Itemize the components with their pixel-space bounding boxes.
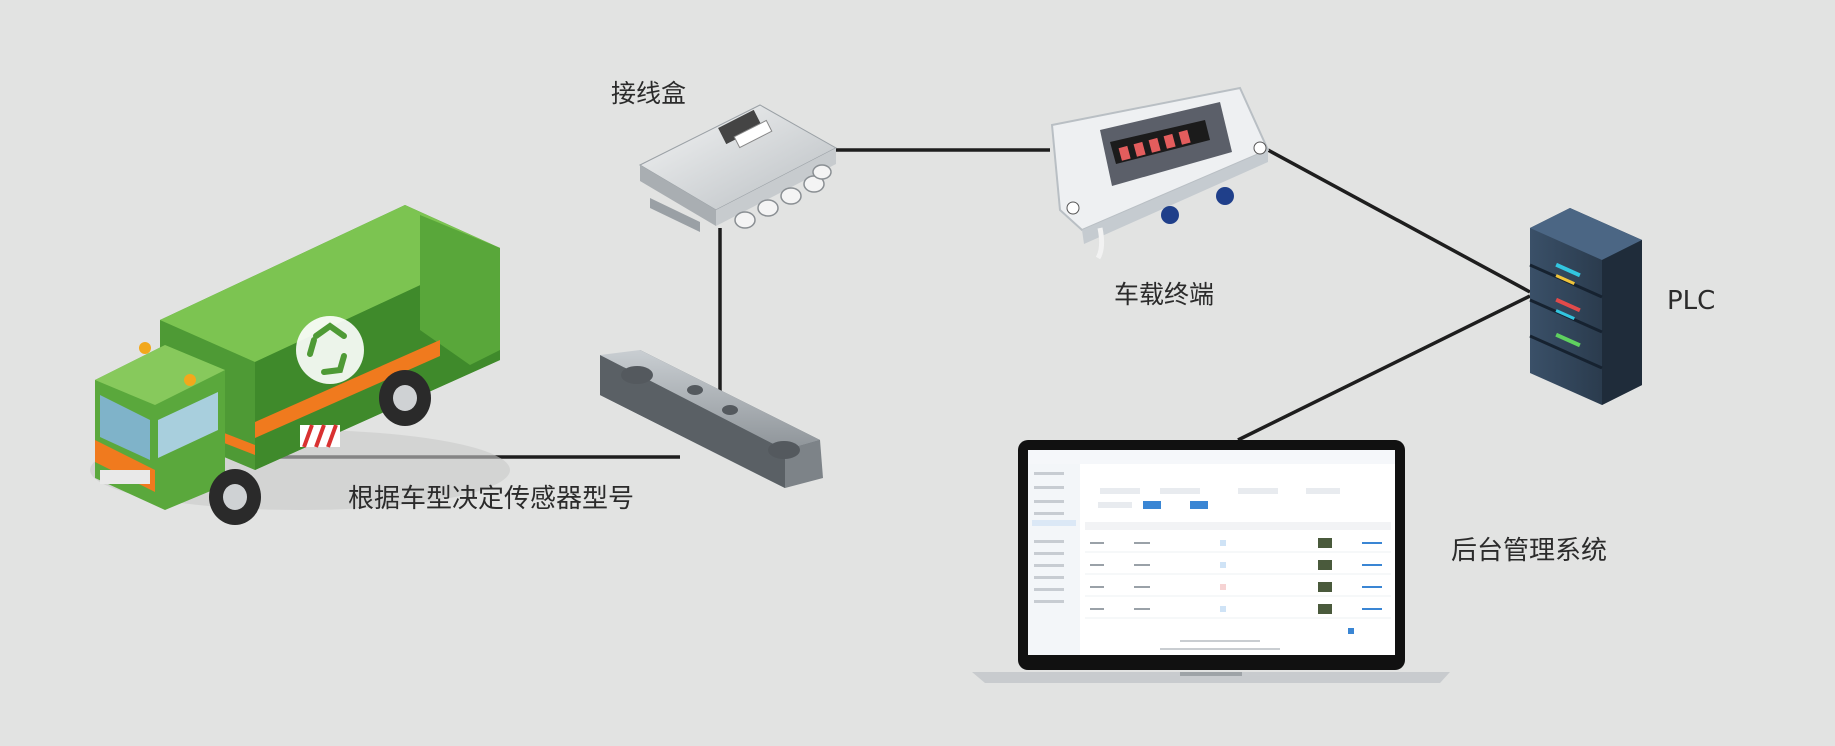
sensor-note-label: 根据车型决定传感器型号 <box>348 484 635 514</box>
plc-label: PLC <box>1667 286 1716 316</box>
load-sensor-icon <box>600 350 823 488</box>
junction-box-icon <box>638 104 838 232</box>
vehicle-terminal-label: 车载终端 <box>1114 280 1215 309</box>
vehicle-terminal-icon <box>1050 86 1270 260</box>
garbage-truck-icon <box>90 205 510 525</box>
laptop-icon <box>972 440 1450 683</box>
junction-box-label: 接线盒 <box>611 79 687 108</box>
line-terminal-plc <box>1267 148 1531 294</box>
line-plc-laptop <box>1237 294 1531 442</box>
plc-server-icon <box>1529 208 1642 405</box>
backend-system-label: 后台管理系统 <box>1451 536 1608 566</box>
